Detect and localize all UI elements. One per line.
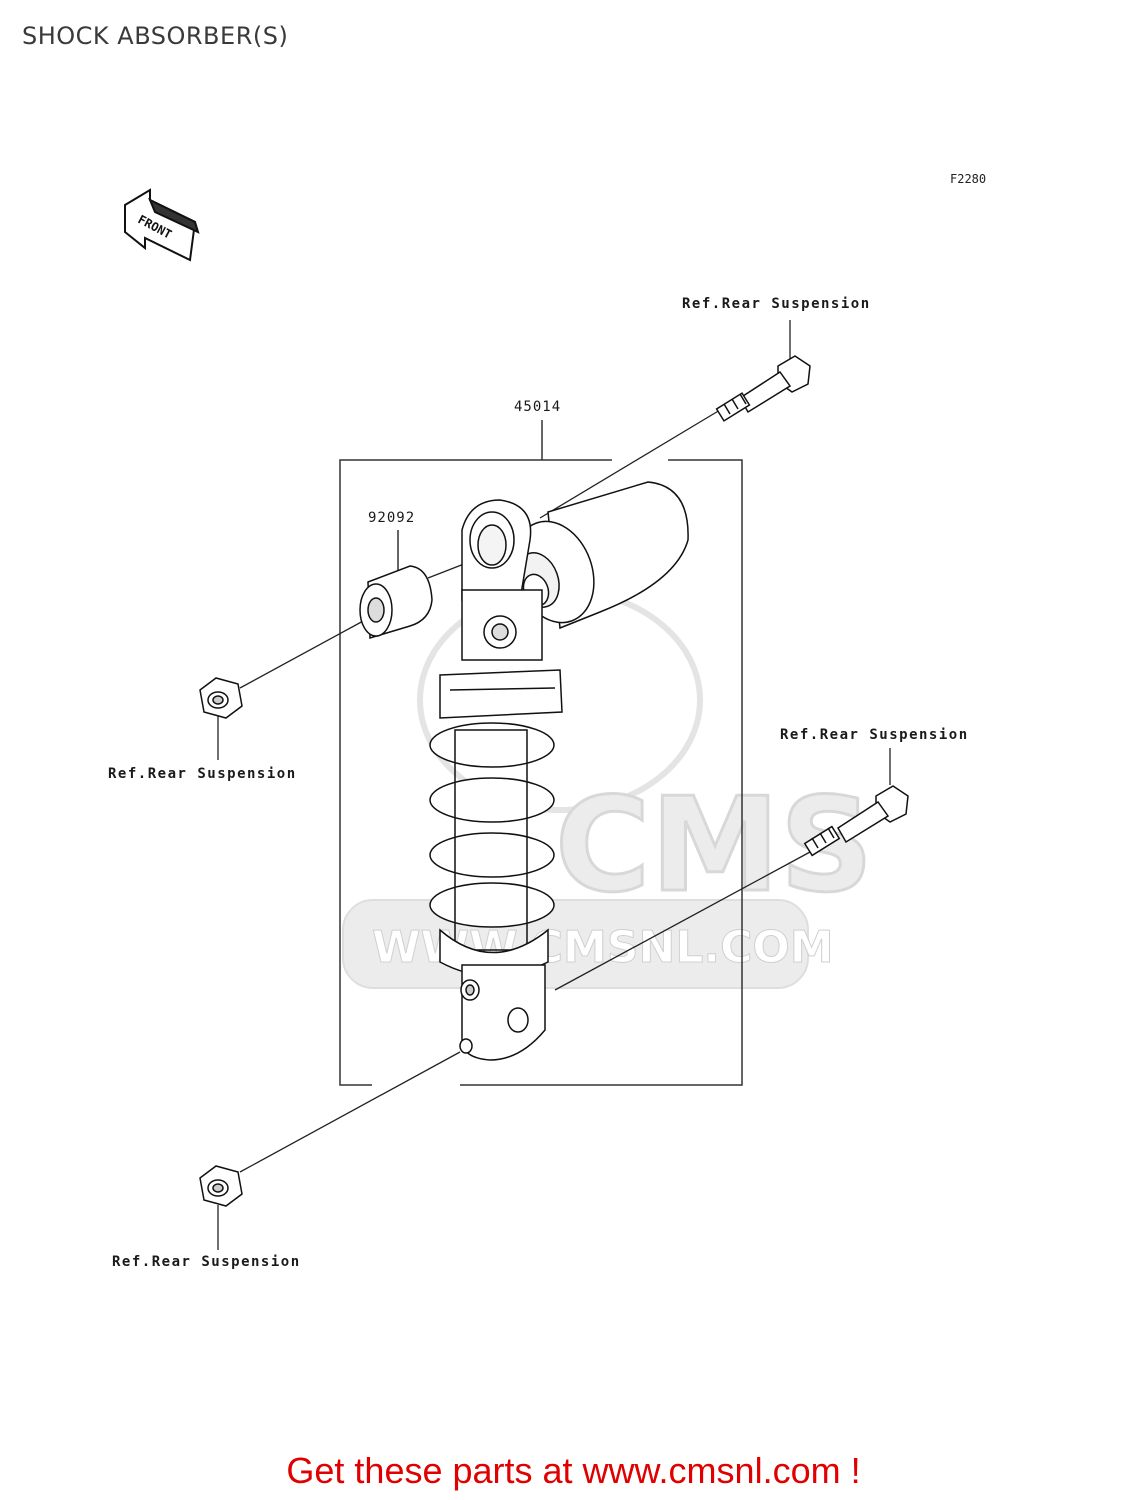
figure-code: F2280	[950, 172, 987, 186]
left-nut-icon	[199, 677, 243, 719]
ref-label-bottom-nut: Ref.Rear Suspension	[112, 1254, 301, 1270]
exploded-diagram: CMS WWW.CMSNL.COM FRONT	[124, 188, 909, 1250]
shock-absorber-icon	[429, 481, 689, 1061]
part-number-collar: 92092	[368, 510, 416, 526]
watermark-logo: CMS	[555, 769, 873, 921]
right-bolt-icon	[803, 785, 909, 857]
top-bolt-icon	[715, 355, 811, 422]
ref-label-left-nut: Ref.Rear Suspension	[108, 766, 297, 782]
front-arrow-icon: FRONT	[124, 188, 200, 262]
ref-label-right-bolt: Ref.Rear Suspension	[780, 727, 969, 743]
part-number-shock: 45014	[514, 399, 562, 415]
collar-icon	[359, 565, 433, 639]
bottom-nut-icon	[199, 1165, 243, 1207]
ref-label-top-bolt: Ref.Rear Suspension	[682, 296, 871, 312]
watermark: CMS WWW.CMSNL.COM	[342, 587, 875, 989]
leader-lines	[217, 320, 891, 1250]
assembly-bracket	[339, 420, 743, 1086]
page-title: SHOCK ABSORBER(S)	[22, 22, 289, 50]
footer-link[interactable]: Get these parts at www.cmsnl.com !	[286, 1450, 861, 1491]
